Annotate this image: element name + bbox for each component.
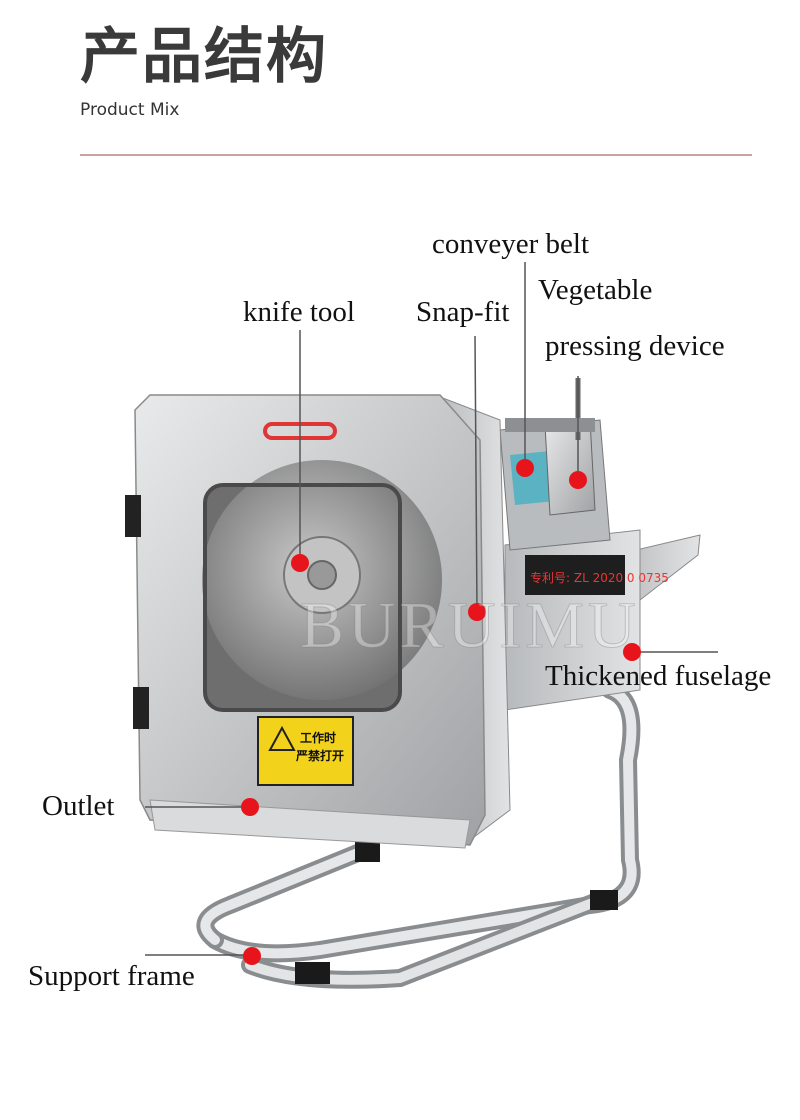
label-thickened-fuselage: Thickened fuselage	[545, 660, 772, 692]
marker-fuselage	[623, 643, 641, 661]
label-support-frame: Support frame	[28, 960, 195, 992]
divider	[80, 154, 752, 156]
marker-outlet	[241, 798, 259, 816]
marker-pressing-device	[569, 471, 587, 489]
marker-support-frame	[243, 947, 261, 965]
marker-conveyer-belt	[516, 459, 534, 477]
page-subtitle: Product Mix	[80, 100, 180, 120]
page-title: 产品结构	[80, 22, 328, 92]
label-outlet: Outlet	[42, 790, 115, 822]
watermark: BURUIMU	[300, 589, 640, 663]
label-knife-tool: knife tool	[243, 296, 355, 328]
label-snap-fit: Snap-fit	[416, 296, 510, 328]
marker-snap-fit	[468, 603, 486, 621]
label-conveyer-belt: conveyer belt	[432, 228, 590, 260]
label-pressing-device: pressing device	[545, 330, 725, 362]
label-vegetable: Vegetable	[538, 274, 653, 306]
svg-text:专利号: ZL 2020 0 0735: 专利号: ZL 2020 0 0735	[530, 570, 669, 585]
sign-line-1: 工作时	[300, 730, 336, 745]
leader-lines	[145, 262, 718, 956]
part-markers	[241, 459, 641, 965]
sign-line-2: 严禁打开	[295, 748, 344, 763]
marker-knife-tool	[291, 554, 309, 572]
